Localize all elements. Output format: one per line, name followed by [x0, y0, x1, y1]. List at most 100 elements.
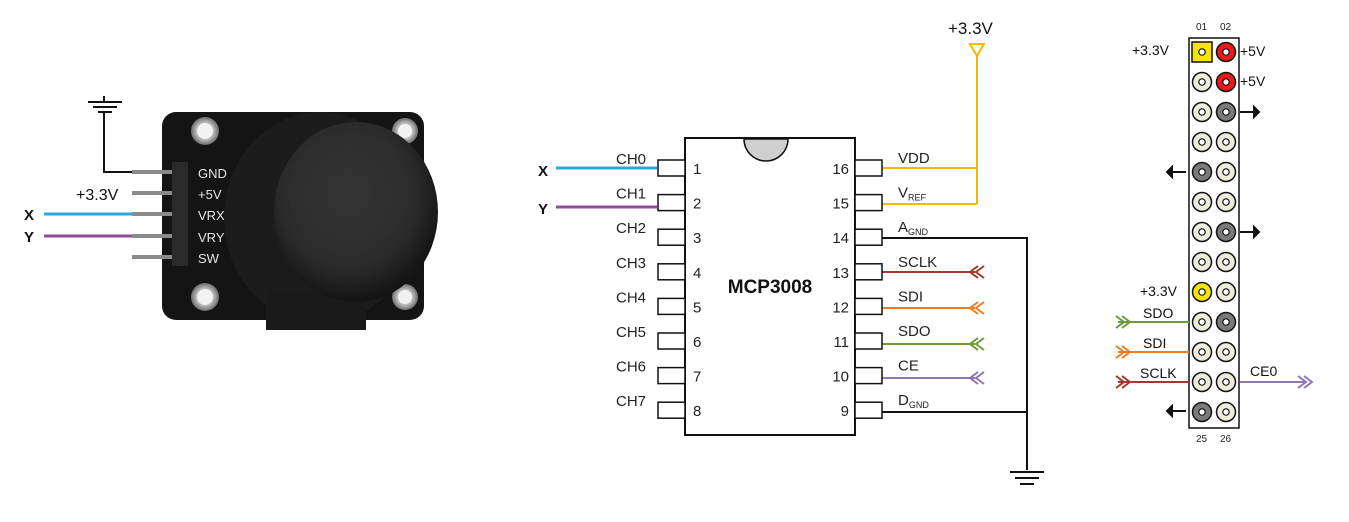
mcp-pin-1 — [657, 159, 686, 177]
joystick-x-label: X — [24, 207, 34, 224]
gpio-label-5v-b: +5V — [1240, 73, 1266, 89]
gpio-pin-hole — [1198, 378, 1206, 386]
gpio-label-3v3-mid: +3.3V — [1140, 283, 1178, 299]
ground-symbol-chip — [1010, 471, 1044, 485]
ground-symbol-joystick — [88, 96, 150, 173]
gpio-pin-hole — [1222, 78, 1230, 86]
gpio-label-ce0: CE0 — [1250, 363, 1277, 379]
gpio-pin-hole — [1222, 138, 1230, 146]
mcp-pin-14 — [854, 228, 883, 246]
mcp-pin-number: 13 — [832, 265, 849, 282]
mcp-pin-name-ch3: CH3 — [616, 255, 646, 272]
mcp-pin-6 — [657, 332, 686, 350]
mcp-pin-number: 4 — [693, 265, 701, 282]
chip-notch-icon — [743, 138, 789, 162]
mcp-pin-name-sclk: SCLK — [898, 254, 937, 271]
gpio-header: 01 02 25 26 +3.3V +5V +5V +3.3V SDO SDI … — [1115, 22, 1314, 445]
mcp-pin-number: 6 — [693, 334, 701, 351]
gpio-label-sclk: SCLK — [1140, 365, 1177, 381]
header-num-01: 01 — [1196, 22, 1208, 33]
gpio-pin-hole — [1198, 168, 1206, 176]
mcp-pin-name-ch5: CH5 — [616, 324, 646, 341]
mcp-pin-number: 7 — [693, 369, 701, 386]
mcp-x-label: X — [538, 163, 548, 180]
gpio-pin-hole — [1222, 348, 1230, 356]
gpio-pin-hole — [1198, 78, 1206, 86]
joystick-pin-vry: VRY — [198, 230, 225, 245]
chip-label: MCP3008 — [728, 277, 813, 298]
gpio-pin-hole — [1198, 318, 1206, 326]
header-num-25: 25 — [1196, 434, 1208, 445]
gpio-pin-hole — [1222, 288, 1230, 296]
gpio-pin-hole — [1222, 258, 1230, 266]
gpio-ground-arrows — [1165, 104, 1261, 419]
agnd-wire — [881, 237, 1028, 470]
mcp-pin-3 — [657, 228, 686, 246]
gpio-pin-grid — [1191, 41, 1237, 423]
mcp-pin-5 — [657, 297, 686, 316]
gpio-pin-hole — [1198, 198, 1206, 206]
mcp-pin-number: 15 — [832, 196, 849, 213]
gpio-pin-hole — [1198, 258, 1206, 266]
supply-arrow-icon — [968, 43, 986, 58]
joystick-module: GND +5V VRX VRY SW +3.3V X Y — [24, 96, 438, 330]
mcp-pin-7 — [657, 366, 686, 385]
gpio-pin-hole — [1222, 108, 1230, 116]
mcp-pin-8 — [657, 401, 686, 419]
mcp-pin-number: 2 — [693, 196, 701, 213]
mcp-supply-label: +3.3V — [948, 19, 994, 38]
mcp-pin-name-vdd: VDD — [898, 150, 930, 167]
joystick-pin-gnd: GND — [198, 166, 227, 181]
gpio-label-5v-a: +5V — [1240, 43, 1266, 59]
mcp3008-chip: +3.3V X Y — [538, 19, 1044, 485]
mcp-pin-name-ch0: CH0 — [616, 151, 646, 168]
mcp-pin-number: 8 — [693, 403, 701, 420]
mcp-pin-number: 16 — [832, 161, 849, 178]
gpio-pin-hole — [1222, 408, 1230, 416]
mcp-pin-name-vref: VREF — [898, 185, 927, 203]
right-pin-group: 16VDD15VREF14AGND13SCLK12SDI11SDO10CE9DG… — [832, 150, 937, 420]
gpio-pin-hole — [1222, 378, 1230, 386]
header-num-26: 26 — [1220, 434, 1232, 445]
gpio-label-sdi: SDI — [1143, 335, 1166, 351]
gpio-pin-hole — [1198, 138, 1206, 146]
joystick-pin-vrx: VRX — [198, 208, 225, 223]
mcp-pin-number: 5 — [693, 299, 701, 316]
mcp-pin-name-ce: CE — [898, 358, 919, 375]
mcp-pin-2 — [657, 193, 686, 212]
gpio-label-sdo: SDO — [1143, 305, 1173, 321]
header-num-02: 02 — [1220, 22, 1232, 33]
mcp-pin-number: 10 — [832, 369, 849, 386]
mcp-pin-name-ch7: CH7 — [616, 393, 646, 410]
gpio-pin-hole — [1198, 408, 1206, 416]
gpio-pin-hole — [1198, 348, 1206, 356]
mcp-pin-4 — [657, 263, 686, 281]
gpio-pin-hole — [1198, 228, 1206, 236]
gpio-pin-hole — [1198, 288, 1206, 296]
mcp-pin-13 — [854, 263, 883, 281]
mcp-pin-name-dgnd: DGND — [898, 392, 929, 410]
mcp-pin-name-ch1: CH1 — [616, 186, 646, 203]
mcp-pin-12 — [854, 297, 883, 316]
mcp-pin-number: 11 — [833, 334, 849, 351]
mcp-y-label: Y — [538, 201, 548, 218]
gpio-pin-hole — [1222, 48, 1230, 56]
joystick-pin-sw: SW — [198, 251, 220, 266]
mcp-pin-10 — [854, 366, 883, 385]
mcp-pin-number: 9 — [841, 403, 849, 420]
gpio-pin-hole — [1222, 168, 1230, 176]
mcp-pin-9 — [854, 401, 883, 419]
joystick-supply-label: +3.3V — [76, 187, 119, 204]
mcp-pin-number: 1 — [693, 161, 701, 178]
mcp-pin-name-sdo: SDO — [898, 323, 931, 340]
joystick-y-label: Y — [24, 229, 34, 246]
mcp-pin-number: 3 — [693, 230, 701, 247]
gpio-pin-hole — [1198, 108, 1206, 116]
mcp-pin-number: 12 — [832, 299, 849, 316]
joystick-pin-5v: +5V — [198, 187, 222, 202]
mcp3008-body — [684, 137, 856, 436]
mcp-pin-15 — [854, 193, 883, 212]
gpio-pin-hole — [1198, 48, 1206, 56]
